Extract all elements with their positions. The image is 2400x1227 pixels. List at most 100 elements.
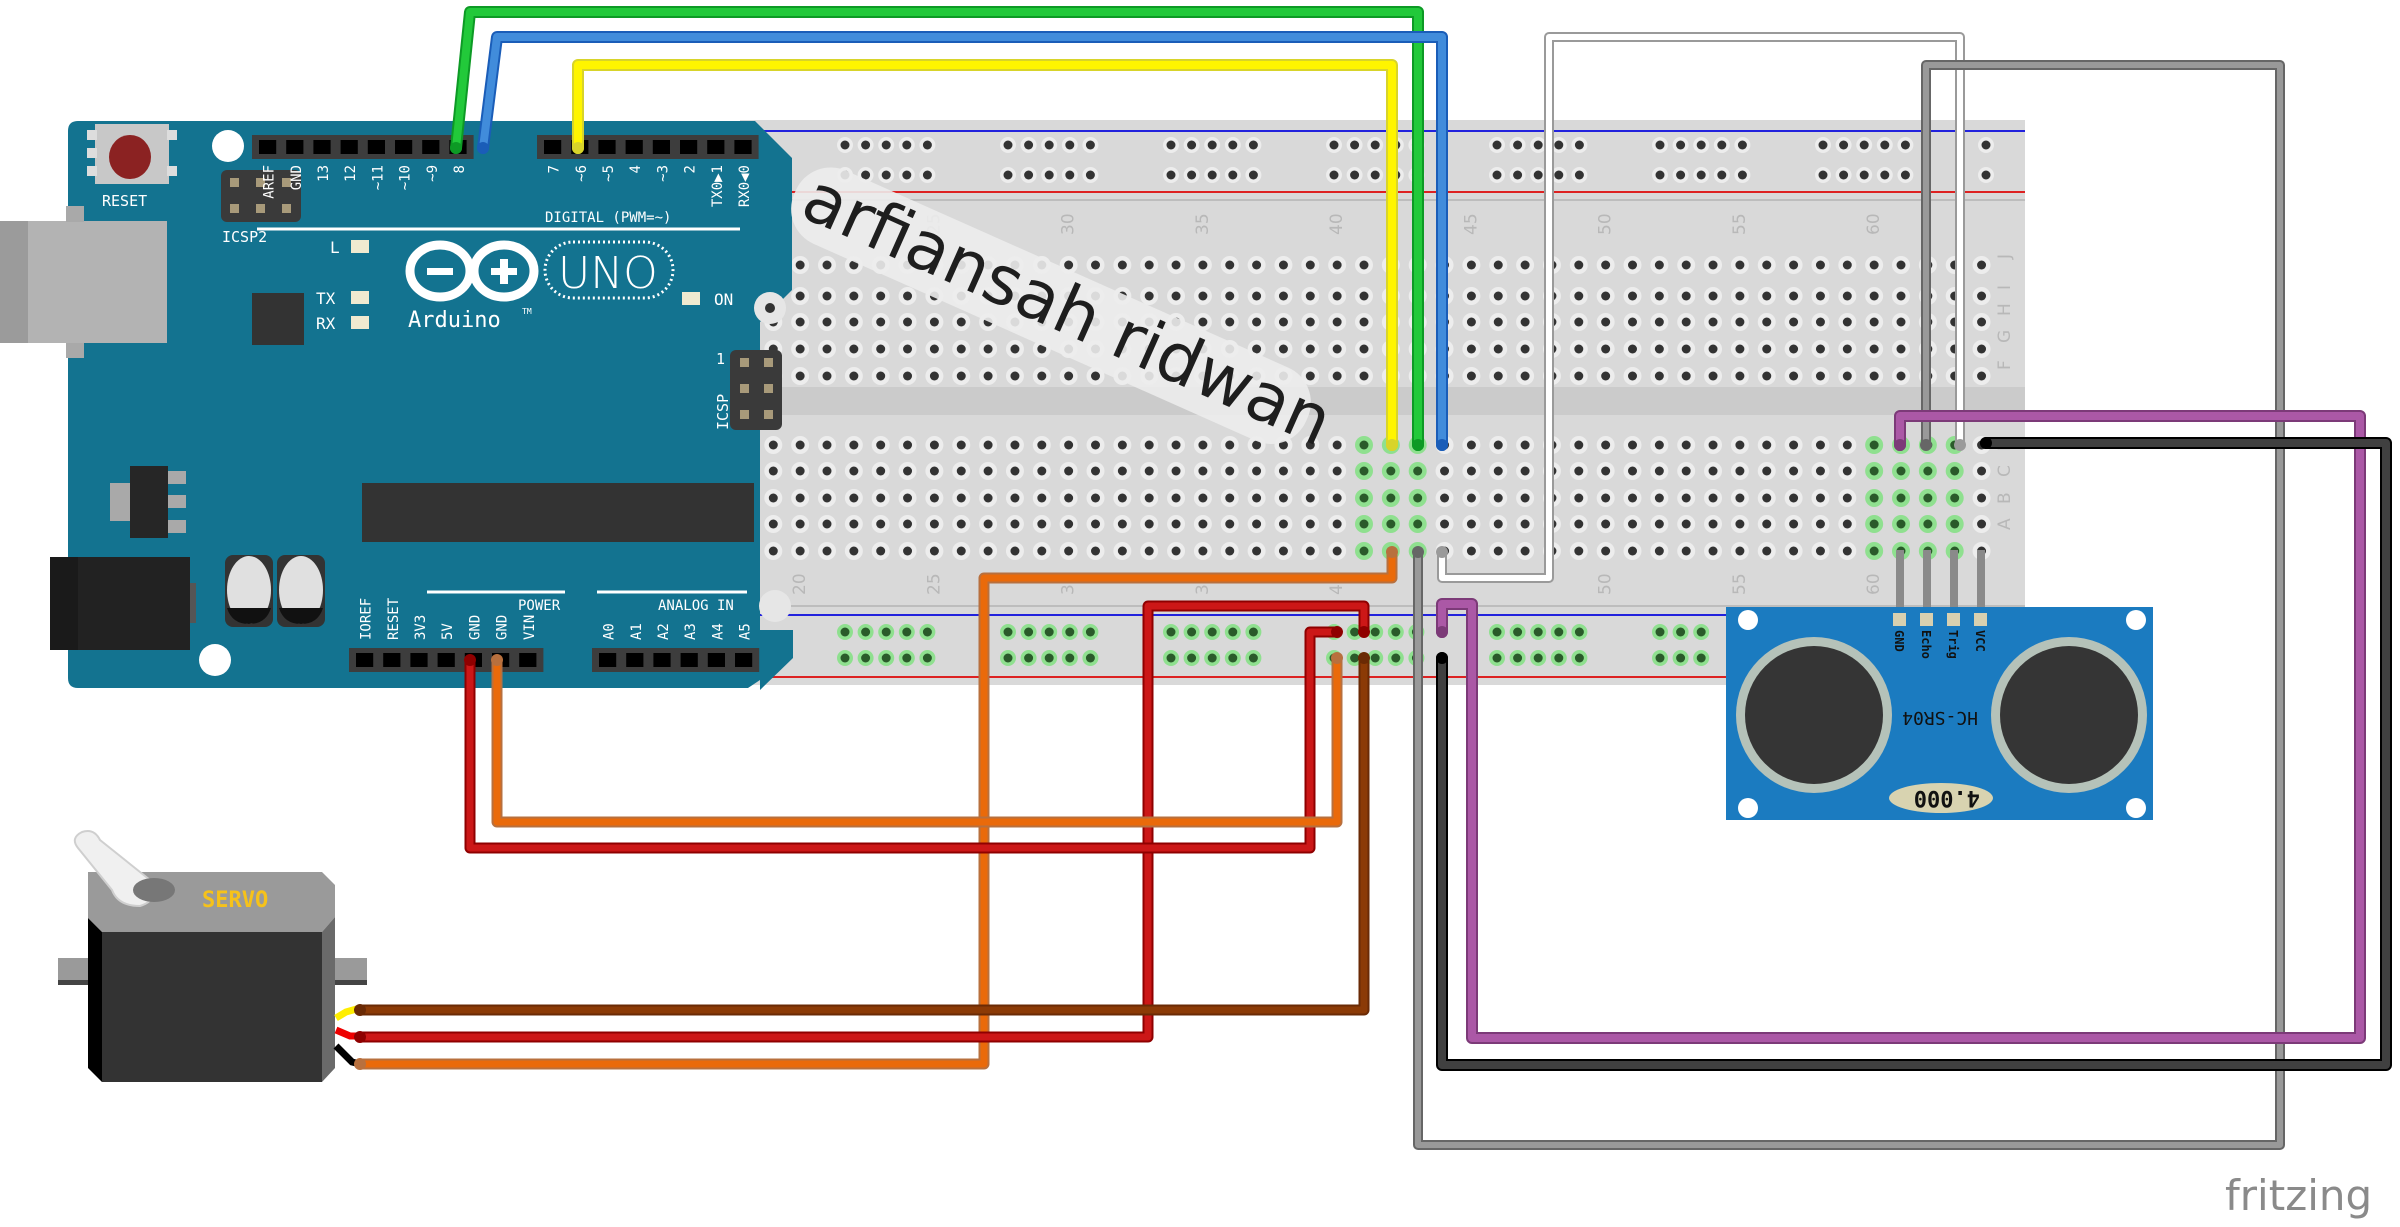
- wire-endpoint[interactable]: [1980, 437, 1992, 449]
- header-pin[interactable]: [625, 140, 643, 154]
- header-pin[interactable]: [383, 653, 401, 667]
- header-pin[interactable]: [519, 653, 537, 667]
- header-pin[interactable]: [735, 653, 753, 667]
- breadboard-hole-center: [795, 317, 805, 327]
- wire-endpoint[interactable]: [1358, 652, 1370, 664]
- wire-endpoint[interactable]: [1412, 546, 1424, 558]
- header-pin[interactable]: [599, 653, 617, 667]
- breadboard-hole-center: [929, 493, 939, 503]
- header-pin[interactable]: [598, 140, 616, 154]
- wire-purple-gnd[interactable]: [1436, 410, 2366, 1044]
- wire-orange-servo-signal[interactable]: [354, 546, 1398, 1070]
- header-pin[interactable]: [707, 653, 725, 667]
- wire-red-servo-power[interactable]: [354, 600, 1370, 1043]
- wire-endpoint[interactable]: [1331, 626, 1343, 638]
- sensor-pad: [1974, 613, 1987, 626]
- breadboard-hole-center: [1466, 519, 1476, 529]
- wire-white-trig[interactable]: [1436, 32, 1966, 583]
- wire-grey-echo[interactable]: [1412, 60, 2285, 1150]
- header-pin[interactable]: [340, 140, 358, 154]
- pin-label: 5V: [440, 623, 456, 640]
- breadboard-hole-center: [1010, 440, 1020, 450]
- header-pin[interactable]: [680, 140, 698, 154]
- wire-endpoint[interactable]: [1331, 652, 1343, 664]
- breadboard-hole-center: [768, 519, 778, 529]
- breadboard-hole-center: [795, 440, 805, 450]
- header-pin[interactable]: [395, 140, 413, 154]
- reset-button[interactable]: [87, 124, 177, 184]
- wire-yellow-pin6[interactable]: [572, 59, 1398, 451]
- breadboard-hole-center: [1413, 493, 1423, 503]
- analog-label: ANALOG IN: [658, 598, 734, 614]
- wire-endpoint[interactable]: [450, 142, 462, 154]
- rail-hole-center: [1350, 170, 1360, 180]
- header-pin[interactable]: [652, 140, 670, 154]
- breadboard-hole-center: [1466, 317, 1476, 327]
- breadboard-hole-center: [1762, 260, 1772, 270]
- header-pin[interactable]: [367, 140, 385, 154]
- breadboard-hole-center: [1708, 519, 1718, 529]
- pin-label: A4: [710, 623, 726, 640]
- rail-hole-center: [922, 653, 932, 663]
- led-l: [351, 240, 369, 253]
- breadboard-hole-center: [1198, 493, 1208, 503]
- breadboard-hole-center: [1413, 519, 1423, 529]
- wire-endpoint[interactable]: [1386, 546, 1398, 558]
- header-pin[interactable]: [286, 140, 304, 154]
- wire-endpoint[interactable]: [1386, 439, 1398, 451]
- wire-endpoint[interactable]: [464, 654, 476, 666]
- breadboard-hole-center: [1091, 260, 1100, 270]
- breadboard-hole-center: [849, 291, 859, 301]
- wire-green-pin10[interactable]: [450, 6, 1424, 451]
- wire-endpoint[interactable]: [1436, 546, 1448, 558]
- wire-endpoint[interactable]: [354, 1058, 366, 1070]
- wire-endpoint[interactable]: [354, 1031, 366, 1043]
- header-pin[interactable]: [356, 653, 374, 667]
- wire-endpoint[interactable]: [1436, 626, 1448, 638]
- rail-hole-center: [1003, 140, 1013, 150]
- header-pin[interactable]: [410, 653, 428, 667]
- wires: [354, 6, 2392, 1150]
- header-pin[interactable]: [707, 140, 725, 154]
- header-pin[interactable]: [259, 140, 277, 154]
- wire-blue-pin9[interactable]: [477, 31, 1448, 451]
- breadboard-hole-center: [956, 371, 966, 381]
- breadboard-hole-center: [1654, 371, 1664, 381]
- column-number: 30: [1059, 213, 1079, 235]
- wire-endpoint[interactable]: [1436, 652, 1448, 664]
- wire-endpoint[interactable]: [1920, 439, 1932, 451]
- header-pin[interactable]: [626, 653, 644, 667]
- wire-endpoint[interactable]: [477, 142, 489, 154]
- breadboard-hole-center: [1332, 440, 1342, 450]
- header-pin[interactable]: [437, 653, 455, 667]
- header-pin[interactable]: [653, 653, 671, 667]
- rail-hole-center: [1024, 627, 1034, 637]
- header-pin[interactable]: [422, 140, 440, 154]
- header-pin[interactable]: [734, 140, 752, 154]
- header-pin[interactable]: [680, 653, 698, 667]
- wire-endpoint[interactable]: [1412, 439, 1424, 451]
- wire-endpoint[interactable]: [491, 654, 503, 666]
- breadboard-hole-center: [956, 440, 966, 450]
- wire-red-arduino-5v[interactable]: [464, 626, 1343, 854]
- breadboard-hole-center: [1225, 546, 1235, 556]
- wire-black-vcc[interactable]: [1436, 437, 2392, 1071]
- pin-label: GND: [495, 615, 511, 640]
- wire-endpoint[interactable]: [1358, 626, 1370, 638]
- breadboard-hole-center: [1198, 546, 1208, 556]
- arduino-uno: RESET ICSP2 ICSP 1 L TX RX ON: [0, 121, 793, 690]
- wire-endpoint[interactable]: [354, 1004, 366, 1016]
- header-pin[interactable]: [313, 140, 331, 154]
- wire-endpoint[interactable]: [1436, 439, 1448, 451]
- wire-endpoint[interactable]: [572, 142, 584, 154]
- breadboard-hole-center: [795, 546, 805, 556]
- wire-orange-arduino-gnd[interactable]: [491, 652, 1343, 828]
- breadboard-hole-center: [1466, 260, 1476, 270]
- wire-endpoint[interactable]: [1894, 439, 1906, 451]
- breadboard-hole-center: [1493, 291, 1503, 301]
- wire-endpoint[interactable]: [1954, 439, 1966, 451]
- breadboard-hole-center: [1708, 493, 1718, 503]
- header-pin[interactable]: [544, 140, 562, 154]
- wire-brown-servo-gnd[interactable]: [354, 652, 1370, 1016]
- wire-yellow-pin6-core: [574, 61, 1396, 449]
